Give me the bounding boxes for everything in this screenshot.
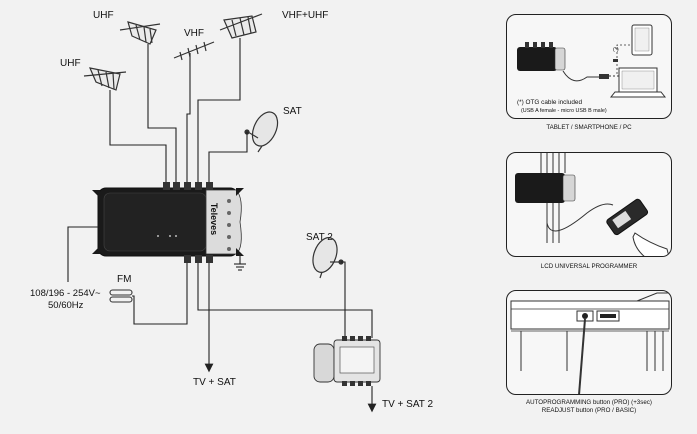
tablet-connection-illustration — [517, 24, 667, 98]
otg-cable-note: (*) OTG cable included — [517, 99, 582, 106]
fm-cable — [132, 263, 188, 325]
label-vhf-uhf: VHF+UHF — [282, 10, 329, 21]
label-power-2: 50/60Hz — [48, 300, 84, 311]
label-vhf: VHF — [184, 28, 204, 39]
lcd-programmer-illustration — [515, 153, 670, 256]
vhf-uhf-antenna-icon — [219, 13, 263, 44]
fm-antenna-icon — [109, 289, 133, 303]
sat2-dish-icon — [312, 237, 344, 279]
panel-buttons-detail — [506, 290, 672, 395]
link-cable — [197, 263, 373, 338]
label-out-tv-sat2: TV + SAT 2 — [382, 399, 434, 410]
vhf-antenna-icon — [173, 41, 215, 62]
otg-star-label: (*) — [613, 47, 619, 53]
buttons-detail-illustration — [510, 292, 670, 394]
uhf-antenna-left-icon — [83, 67, 127, 95]
caption-lcd: LCD UNIVERSAL PROGRAMMER — [540, 263, 638, 270]
ground-symbol-icon — [234, 254, 246, 271]
label-sat: SAT — [283, 106, 302, 117]
antenna-cables — [109, 44, 248, 183]
autoprogramming-button[interactable] — [581, 312, 589, 320]
sat2-cable — [341, 261, 346, 338]
label-uhf-left: UHF — [60, 58, 81, 69]
label-sat2: SAT 2 — [306, 232, 333, 243]
otg-cable-spec: (USB A female - micro USB B male) — [521, 108, 607, 114]
caption-tablet: TABLET / SMARTPHONE / PC — [546, 124, 632, 131]
label-uhf-top: UHF — [93, 10, 114, 21]
caption-autoprogramming: AUTOPROGRAMMING button (PRO) (+3sec) — [526, 399, 652, 406]
uhf-antenna-top-icon — [119, 21, 161, 48]
power-cable — [67, 226, 98, 282]
secondary-amplifier — [313, 336, 381, 386]
panel-lcd-programmer — [506, 152, 672, 257]
sat-dish-icon — [244, 111, 279, 153]
label-out-tv-sat: TV + SAT — [193, 377, 236, 388]
label-fm: FM — [117, 274, 132, 285]
brand-logo-text: Televes — [209, 202, 220, 236]
caption-readjust: READJUST button (PRO / BASIC) — [541, 407, 637, 414]
headend-amplifier — [92, 182, 244, 263]
panel-tablet-connection: (*) (*) OTG cable included (USB A female… — [506, 14, 672, 119]
label-power-1: 108/196 - 254V~ — [30, 288, 101, 299]
